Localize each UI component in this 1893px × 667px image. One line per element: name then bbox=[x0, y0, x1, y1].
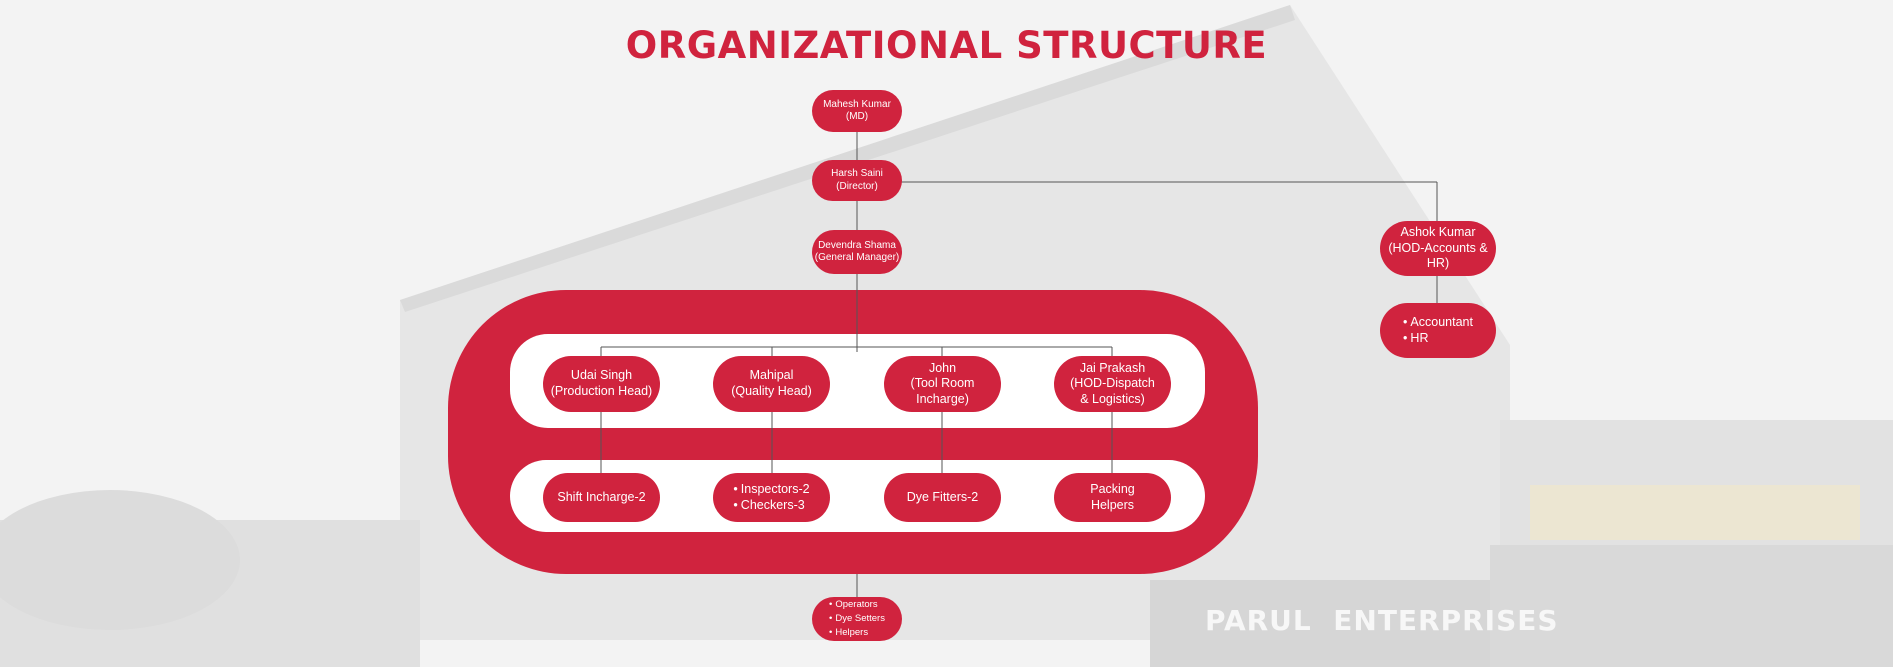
list-item: Operators bbox=[829, 598, 885, 612]
team-label: Shift Incharge-2 bbox=[557, 489, 646, 504]
director-node: Harsh Saini (Director) bbox=[812, 160, 902, 201]
head-role: (Quality Head) bbox=[731, 384, 812, 398]
team-label-cont: Helpers bbox=[1090, 497, 1135, 512]
brand-sign: PARUL ENTERPRISES bbox=[1205, 604, 1559, 637]
dispatch-head-node: Jai Prakash (HOD-Dispatch & Logistics) bbox=[1054, 356, 1171, 412]
director-role: (Director) bbox=[836, 180, 878, 192]
gm-node: Devendra Shama (General Manager) bbox=[812, 230, 902, 274]
md-name: Mahesh Kumar bbox=[823, 98, 891, 110]
team-label: Dye Fitters-2 bbox=[906, 489, 979, 504]
list-item: Dye Setters bbox=[829, 612, 885, 626]
page-title: ORGANIZATIONAL STRUCTURE bbox=[625, 24, 1268, 67]
hod-accounts-node: Ashok Kumar (HOD-Accounts & HR) bbox=[1380, 221, 1496, 276]
quality-head-node: Mahipal (Quality Head) bbox=[713, 356, 830, 412]
workers-node: Operators Dye Setters Helpers bbox=[812, 597, 902, 641]
accounts-staff-node: Accountant HR bbox=[1380, 303, 1496, 358]
head-role-cont: & Logistics) bbox=[1080, 391, 1145, 406]
head-role: (Tool Room bbox=[910, 376, 975, 391]
list-item: Checkers-3 bbox=[733, 498, 809, 514]
director-name: Harsh Saini bbox=[831, 168, 883, 179]
quality-team-node: Inspectors-2 Checkers-3 bbox=[713, 473, 830, 522]
head-role: (HOD-Dispatch bbox=[1070, 376, 1155, 391]
list-item: HR bbox=[1403, 331, 1473, 347]
production-head-node: Udai Singh (Production Head) bbox=[543, 356, 660, 412]
head-role: (Production Head) bbox=[550, 384, 653, 398]
list-item: Inspectors-2 bbox=[733, 482, 810, 498]
production-team-node: Shift Incharge-2 bbox=[543, 473, 660, 522]
gm-role: (General Manager) bbox=[814, 252, 900, 263]
tool-room-head-node: John (Tool Room Incharge) bbox=[884, 356, 1001, 412]
head-name: Udai Singh bbox=[570, 368, 633, 383]
head-name: Jai Prakash bbox=[1079, 360, 1146, 375]
head-name: John bbox=[928, 360, 957, 375]
team-label: Packing bbox=[1090, 481, 1135, 496]
list-item: Accountant bbox=[1403, 315, 1473, 331]
head-name: Mahipal bbox=[749, 368, 794, 383]
hod-accounts-name: Ashok Kumar bbox=[1400, 225, 1476, 240]
gm-name: Devendra Shama bbox=[818, 239, 896, 251]
tool-room-team-node: Dye Fitters-2 bbox=[884, 473, 1001, 522]
dispatch-team-node: Packing Helpers bbox=[1054, 473, 1171, 522]
hod-accounts-role: (HOD-Accounts & HR) bbox=[1388, 240, 1488, 271]
md-node: Mahesh Kumar (MD) bbox=[812, 90, 902, 132]
md-role: (MD) bbox=[845, 111, 869, 122]
head-role-cont: Incharge) bbox=[916, 391, 969, 406]
list-item: Helpers bbox=[829, 626, 885, 640]
